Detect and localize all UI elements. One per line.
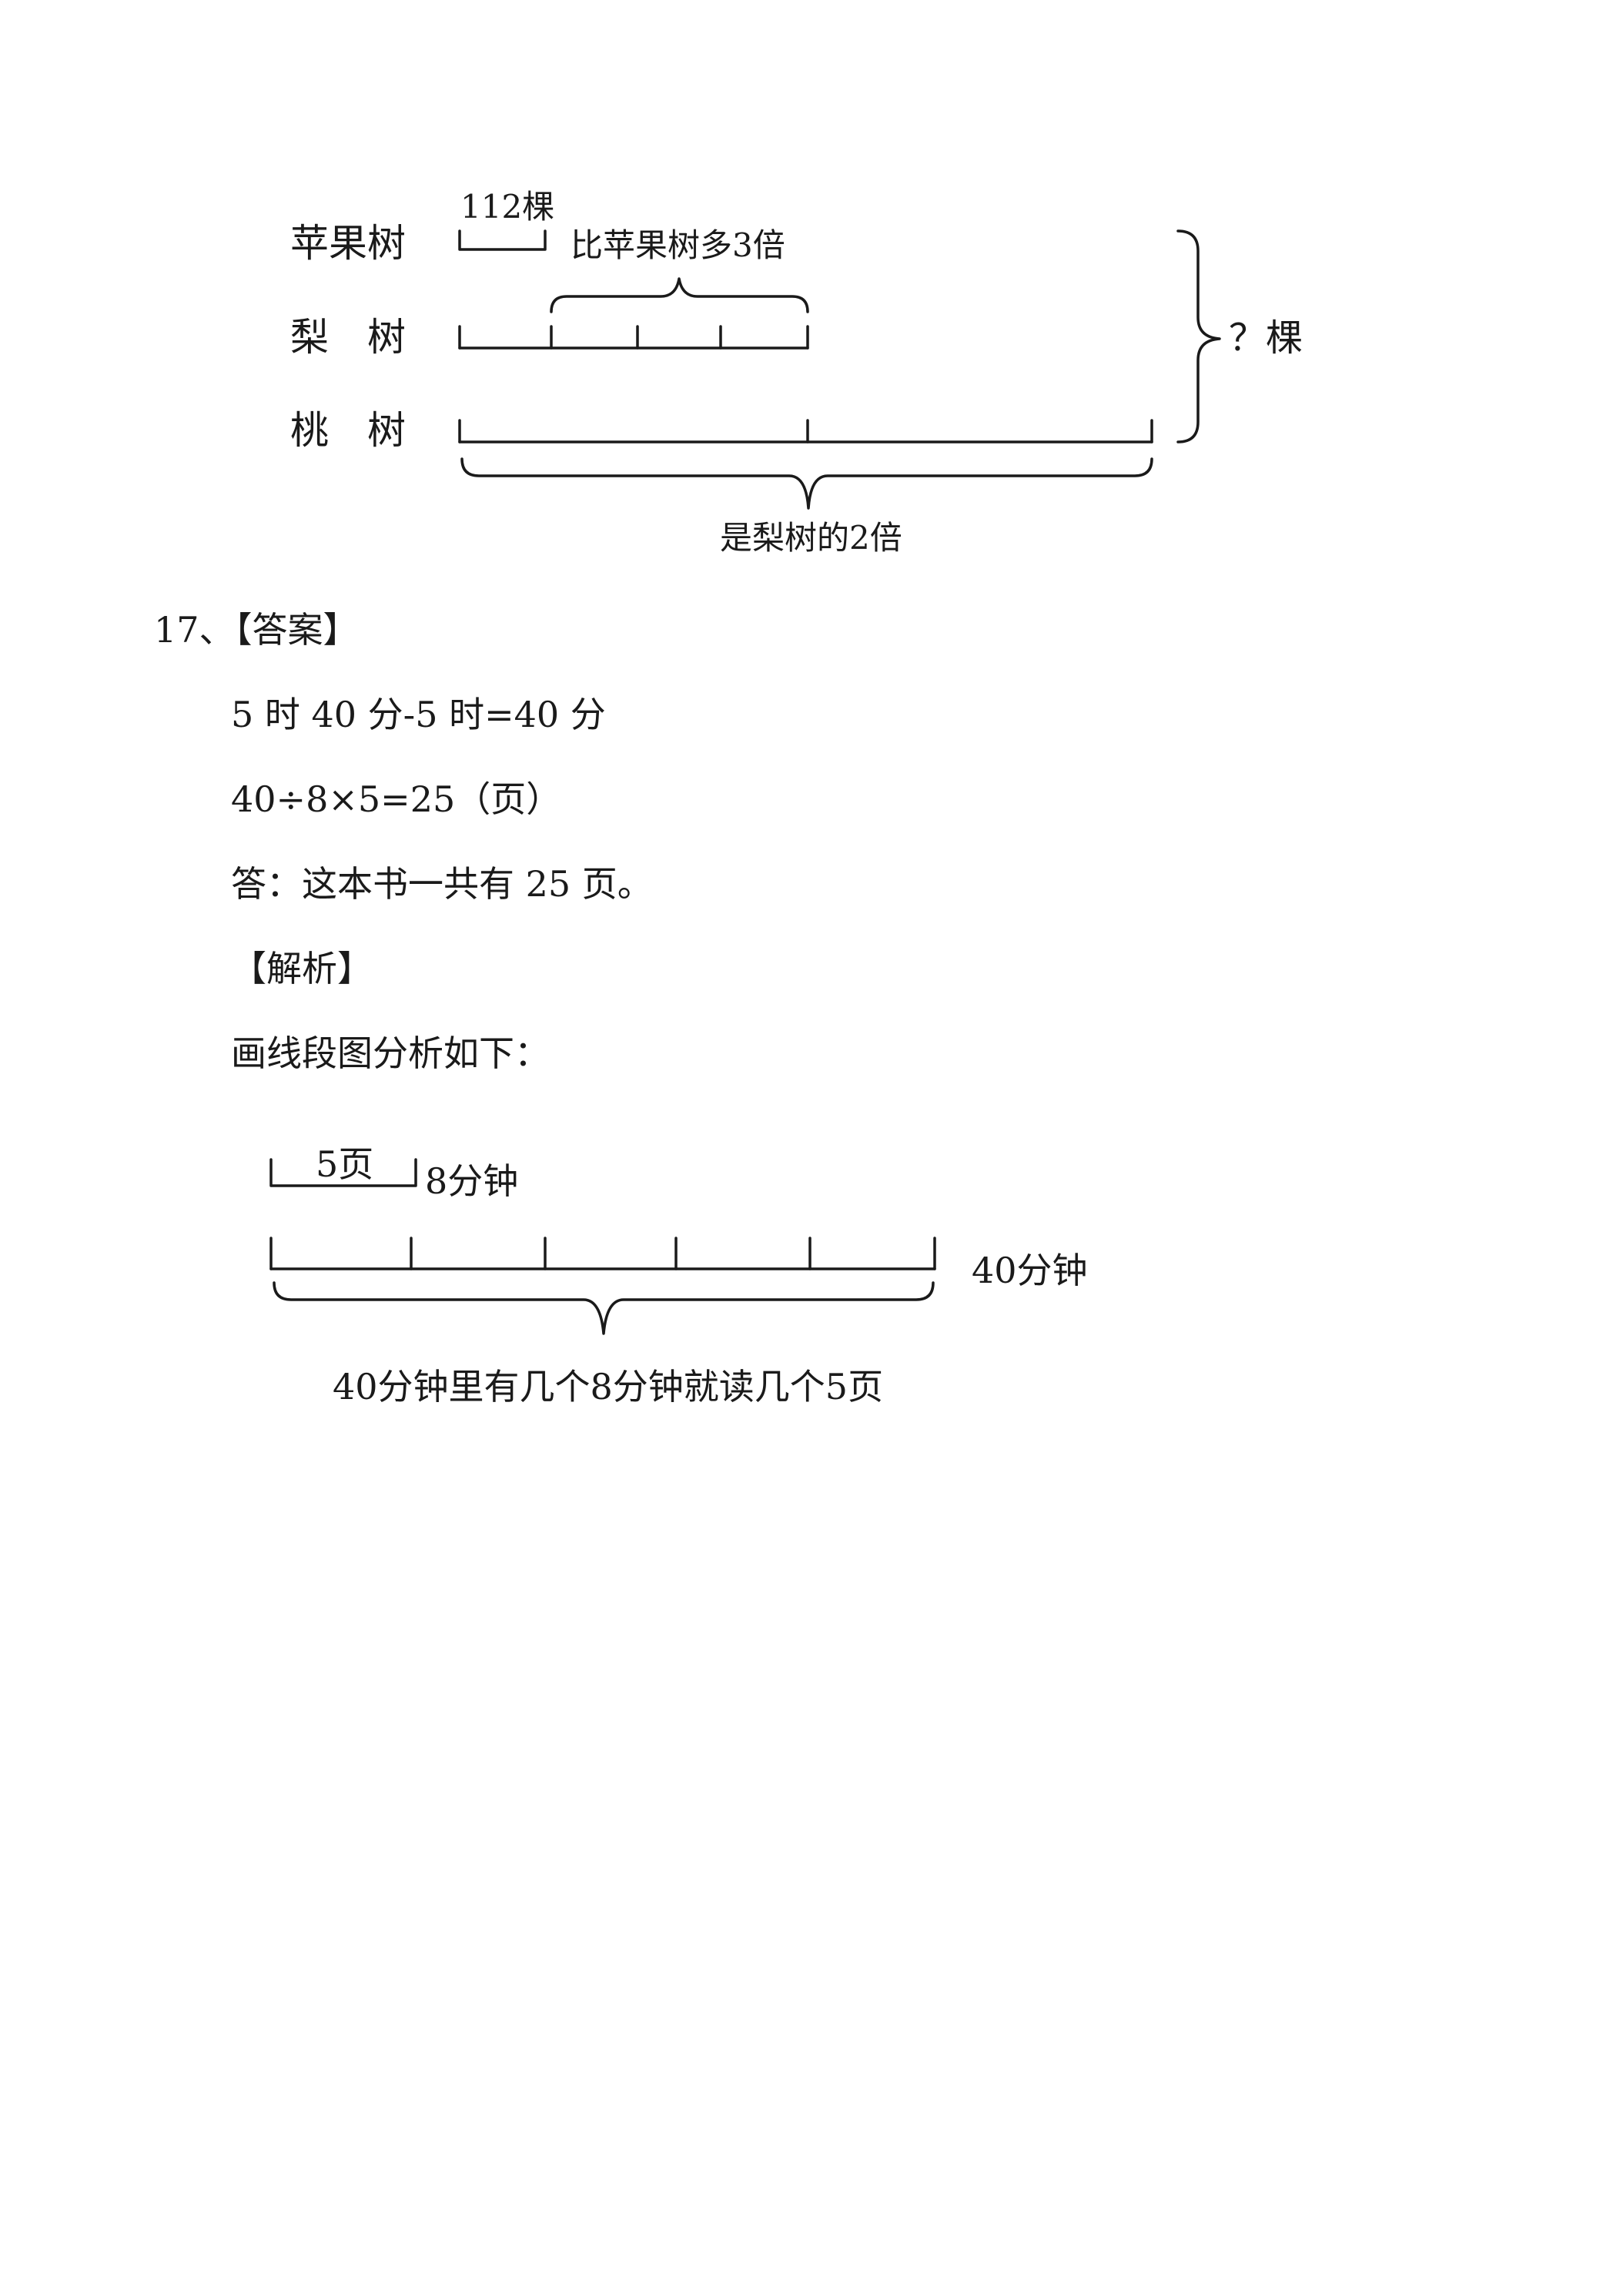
reading-segment-diagram: 5页 8分钟 40分钟 40分钟里有几个8分钟就读几个5页 xyxy=(269,1143,1088,1407)
total-time-label: 40分钟 xyxy=(972,1250,1088,1291)
question-17-heading: 17、【答案】 xyxy=(154,609,359,651)
calc-line-2: 40÷8×5=25（页） xyxy=(231,778,562,820)
total-brace xyxy=(1176,229,1221,443)
answer-line: 答：这本书一共有 25 页。 xyxy=(231,863,653,905)
unit-time-label: 8分钟 xyxy=(425,1160,518,1202)
peach-brace xyxy=(460,457,1153,510)
tree-segment-diagram: 苹果树 梨 树 桃 树 112棵 比苹果树多3倍 ？棵 是梨树的2倍 xyxy=(290,188,1303,557)
analysis-intro: 画线段图分析如下： xyxy=(231,1033,550,1074)
pear-note-label: 比苹果树多3倍 xyxy=(571,226,785,264)
row-label-apple: 苹果树 xyxy=(290,221,406,266)
unit-pages-label: 5页 xyxy=(316,1143,373,1185)
total-brace-2 xyxy=(273,1281,935,1335)
analysis-heading: 【解析】 xyxy=(231,948,373,989)
unit-segment xyxy=(269,1158,417,1187)
row-label-pear: 梨 树 xyxy=(290,315,406,360)
row-label-peach: 桃 树 xyxy=(290,408,406,453)
reading-caption: 40分钟里有几个8分钟就读几个5页 xyxy=(333,1366,883,1407)
pear-tree-segment xyxy=(458,325,809,350)
pear-extra-brace xyxy=(550,277,809,313)
apple-tree-segment xyxy=(458,229,547,251)
peach-tree-segment xyxy=(458,419,1153,443)
apple-count-label: 112棵 xyxy=(460,188,554,226)
peach-note-label: 是梨树的2倍 xyxy=(720,519,902,557)
calc-line-1: 5 时 40 分-5 时=40 分 xyxy=(231,694,606,735)
total-label: ？棵 xyxy=(1229,316,1303,360)
total-segment xyxy=(269,1237,936,1270)
